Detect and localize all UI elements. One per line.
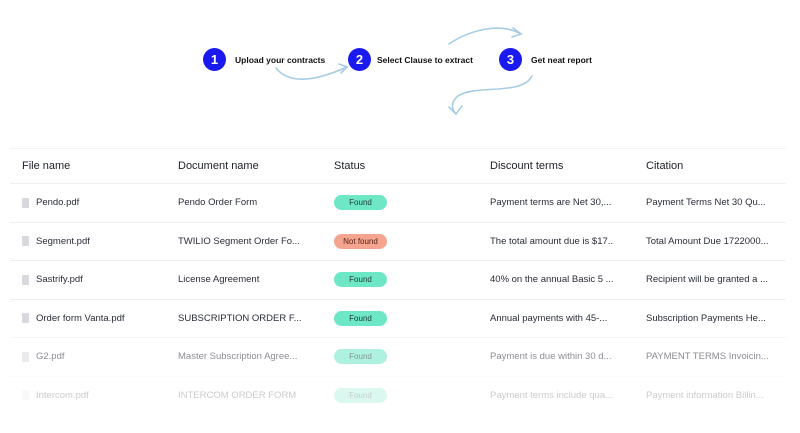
file-name: G2.pdf [36, 351, 65, 363]
table-row[interactable]: Sastrify.pdf License Agreement Found 40%… [10, 260, 786, 299]
file-name: Sastrify.pdf [36, 274, 83, 286]
column-header-file-name[interactable]: File name [22, 160, 71, 172]
status-badge: Found [334, 310, 387, 326]
file-name: Intercom.pdf [36, 389, 89, 401]
steps-banner: 1 Upload your contracts 2 Select Clause … [0, 0, 800, 130]
document-name: SUBSCRIPTION ORDER F... [178, 312, 302, 324]
discount-terms: Payment is due within 30 d... [490, 351, 612, 363]
document-icon [22, 313, 29, 324]
column-header-status[interactable]: Status [334, 160, 366, 172]
table-header: File name Document name Status Discount … [10, 148, 786, 183]
step-number-badge: 1 [203, 48, 226, 71]
document-icon [22, 274, 29, 285]
column-header-document-name[interactable]: Document name [178, 160, 259, 172]
arrow-head-1 [338, 63, 349, 74]
document-icon [22, 236, 29, 247]
document-name: TWILIO Segment Order Fo... [178, 235, 300, 247]
discount-terms: Payment terms are Net 30,... [490, 197, 612, 209]
flow-arrows [275, 27, 533, 116]
table-row[interactable]: Segment.pdf TWILIO Segment Order Fo... N… [10, 221, 786, 261]
file-name: Order form Vanta.pdf [36, 312, 125, 324]
table-row[interactable]: Order form Vanta.pdf SUBSCRIPTION ORDER … [10, 298, 786, 338]
discount-terms: 40% on the annual Basic 5 ... [490, 274, 614, 286]
citation: Payment information Billin... [646, 389, 764, 401]
citation: Payment Terms Net 30 Qu... [646, 197, 766, 209]
arrow-head-2 [511, 27, 523, 38]
document-name: Pendo Order Form [178, 197, 258, 209]
step-1: 1 Upload your contracts [203, 48, 325, 71]
document-name: INTERCOM ORDER FORM [178, 389, 297, 401]
step-label: Get neat report [531, 54, 592, 65]
column-header-citation[interactable]: Citation [646, 160, 684, 172]
status-badge: Found [334, 272, 387, 288]
arrow-step3-down [451, 75, 533, 115]
table-row[interactable]: Pendo.pdf Pendo Order Form Found Payment… [10, 183, 786, 222]
document-icon [22, 351, 29, 362]
status-badge: Not found [334, 233, 387, 249]
column-header-discount-terms[interactable]: Discount terms [490, 160, 564, 172]
document-name: Master Subscription Agree... [178, 351, 298, 363]
citation: Recipient will be granted a ... [646, 274, 768, 286]
discount-terms: The total amount due is $17... [490, 235, 614, 247]
arrow-step2-to-step3 [448, 27, 522, 45]
arrow-head-3 [448, 105, 463, 116]
document-icon [22, 390, 29, 401]
file-name: Segment.pdf [36, 235, 90, 247]
file-name: Pendo.pdf [36, 197, 80, 209]
arrow-step1-to-step2 [275, 66, 348, 80]
document-icon [22, 197, 29, 208]
step-label: Upload your contracts [235, 54, 326, 65]
status-badge: Found [334, 349, 387, 365]
table-row[interactable]: G2.pdf Master Subscription Agree... Foun… [10, 337, 786, 376]
citation: Total Amount Due 1722000... [646, 235, 769, 247]
step-number-badge: 2 [348, 48, 371, 71]
discount-terms: Annual payments with 45-... [490, 312, 608, 324]
citation: Subscription Payments He... [646, 312, 766, 324]
results-table: File name Document name Status Discount … [10, 148, 786, 414]
step-2: 2 Select Clause to extract [348, 48, 473, 71]
document-name: License Agreement [178, 274, 260, 286]
step-number-badge: 3 [499, 48, 522, 71]
status-badge: Found [334, 195, 387, 211]
status-badge: Found [334, 387, 387, 403]
step-3: 3 Get neat report [499, 48, 592, 71]
step-label: Select Clause to extract [377, 54, 473, 65]
citation: PAYMENT TERMS Invoicin... [646, 351, 769, 363]
table-row[interactable]: Intercom.pdf INTERCOM ORDER FORM Found P… [10, 375, 786, 415]
discount-terms: Payment terms include qua... [490, 389, 614, 401]
